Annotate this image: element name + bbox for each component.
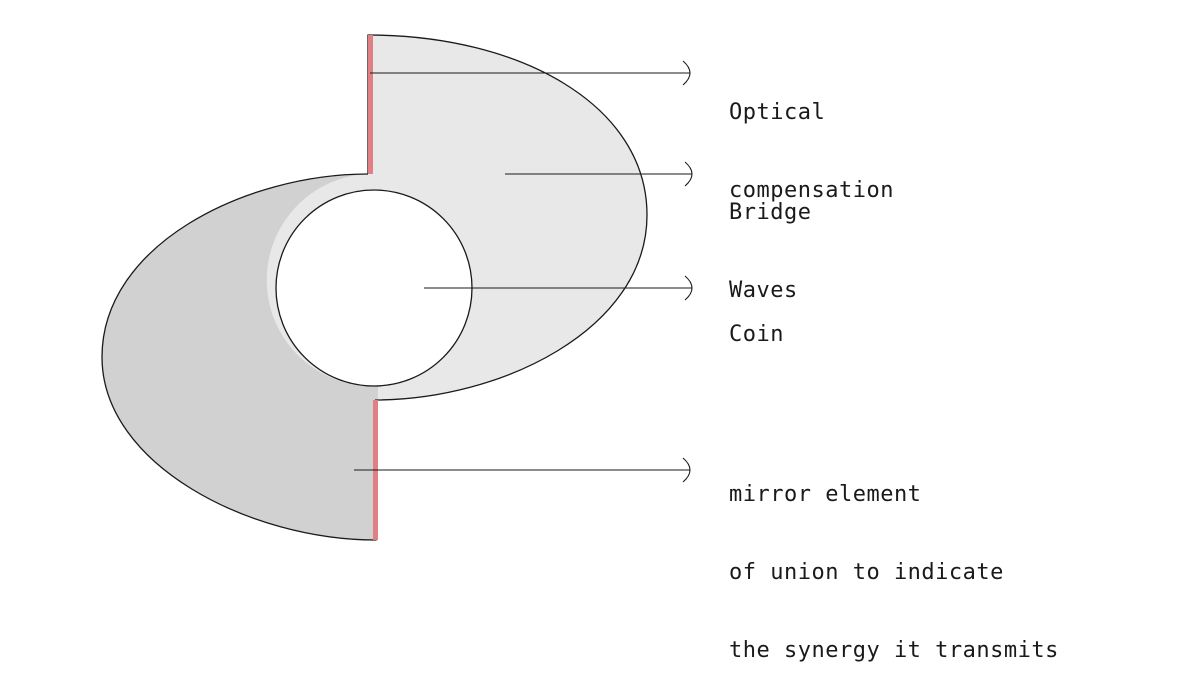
- optical-compensation-bar: [368, 35, 373, 174]
- arrowhead-mirror: [682, 457, 691, 483]
- logo-diagram: [101, 34, 693, 541]
- label-line: of union to indicate: [729, 560, 1004, 585]
- label-line: Optical: [729, 100, 826, 125]
- arrowhead-coin: [684, 275, 693, 301]
- lower-outline: [101, 173, 377, 541]
- label-mirror-element: mirror element of union to indicate the …: [729, 430, 1059, 690]
- label-line: compensation: [729, 178, 894, 203]
- label-bridge-waves: Bridge Waves: [729, 148, 811, 330]
- leader-lines: [354, 60, 693, 483]
- lower-shape: [102, 174, 378, 540]
- label-line: Bridge: [729, 200, 812, 225]
- label-optical-compensation: Optical compensation: [729, 48, 894, 230]
- label-line: the synergy it transmits: [729, 638, 1059, 663]
- label-coin: Coin: [729, 270, 784, 374]
- label-line: Waves: [729, 278, 798, 303]
- label-line: mirror element: [729, 482, 922, 507]
- arrowhead-bridge: [684, 161, 693, 187]
- label-line: Coin: [729, 322, 784, 347]
- arrowhead-optical: [682, 60, 691, 86]
- upper-outline: [367, 34, 648, 401]
